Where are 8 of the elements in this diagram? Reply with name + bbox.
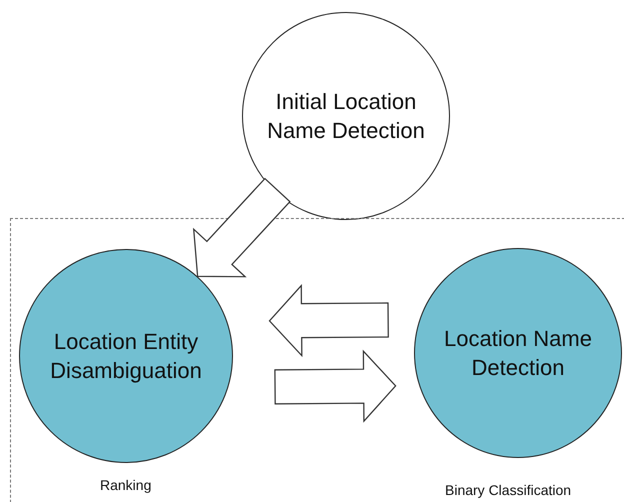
block-arrow xyxy=(192,178,291,278)
node-label: Location Entity Disambiguation xyxy=(49,328,203,385)
block-arrow xyxy=(274,350,396,423)
node-label: Initial Location Name Detection xyxy=(266,88,426,145)
node-caption: Ranking xyxy=(100,477,152,493)
block-arrow xyxy=(268,284,389,358)
node-caption: Binary Classification xyxy=(445,482,572,498)
node-label: Location Name Detection xyxy=(443,325,593,382)
